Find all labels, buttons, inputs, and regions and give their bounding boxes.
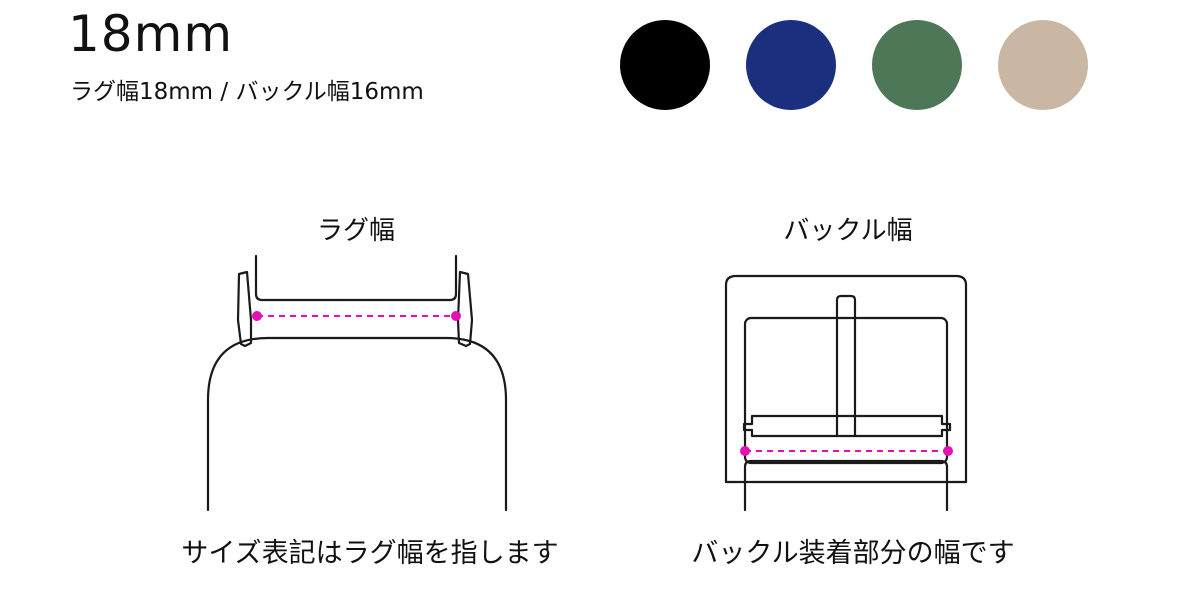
- black-swatch[interactable]: [620, 20, 710, 110]
- lug-diagram: [206, 254, 508, 512]
- buckle-outer-frame: [724, 274, 968, 484]
- left-lug: [236, 270, 253, 348]
- buckle-diagram: [724, 274, 968, 512]
- beige-swatch[interactable]: [998, 20, 1088, 110]
- buckle-inner-frame: [743, 316, 949, 465]
- lug-measure-dot-right: [451, 311, 461, 321]
- buckle-caption: バックル装着部分の幅です: [691, 538, 1015, 569]
- lug-measure-dot-left: [252, 311, 262, 321]
- buckle-measure-dot-right: [943, 446, 953, 456]
- buckle-width-label: バックル幅: [783, 216, 913, 246]
- green-swatch[interactable]: [872, 20, 962, 110]
- buckle-prong: [835, 294, 857, 438]
- buckle-measure-dot-left: [740, 446, 750, 456]
- buckle-measure-line: [740, 446, 953, 456]
- buckle-strap: [743, 459, 949, 512]
- buckle-bar: [742, 414, 952, 438]
- color-swatches: [620, 20, 1088, 110]
- watch-case: [206, 336, 508, 512]
- right-lug: [456, 270, 474, 348]
- size-title: 18mm: [68, 5, 234, 63]
- strap-top: [254, 254, 458, 302]
- lug-width-label: ラグ幅: [316, 216, 396, 246]
- lug-caption: サイズ表記はラグ幅を指します: [181, 538, 559, 569]
- size-subtitle: ラグ幅18mm / バックル幅16mm: [70, 79, 424, 105]
- lug-measure-line: [252, 311, 461, 321]
- navy-swatch[interactable]: [746, 20, 836, 110]
